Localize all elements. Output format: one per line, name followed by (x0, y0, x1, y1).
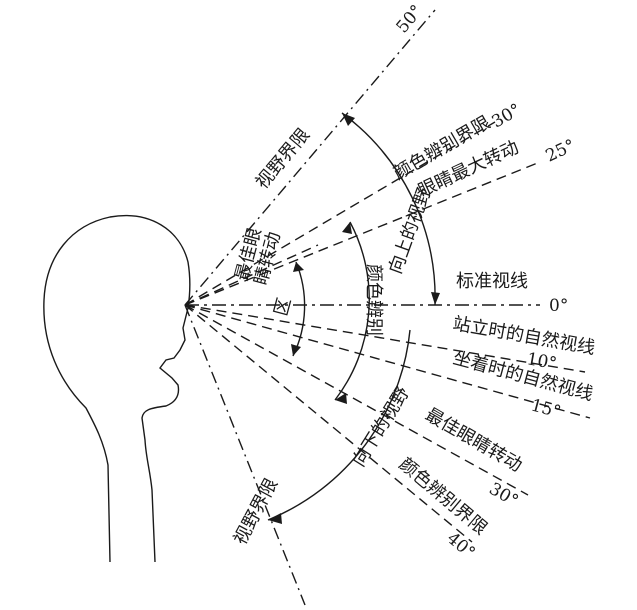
optimal-zone-arc (292, 261, 306, 357)
head-profile (43, 215, 191, 563)
color-zone-arc (334, 221, 370, 401)
color-limit-lower-line (184, 304, 473, 543)
arc-arrows (267, 112, 440, 524)
sitting-natural-line (184, 304, 591, 419)
arrowhead (293, 262, 304, 272)
upper-field-limit-label: 视野界限 (252, 125, 314, 194)
sight-lines (184, 9, 591, 606)
sitting-natural-label: 坐着时的自然视线 (451, 348, 596, 406)
angle-down-15: 15° (529, 396, 563, 423)
angle-down-30: 30° (486, 479, 522, 511)
upward-view-arc (341, 112, 436, 306)
field-limit-lower-line (184, 304, 306, 606)
optimal-rotation-lower-line (184, 304, 529, 496)
standard-sightline-label: 标准视线 (456, 271, 528, 292)
arrowhead (342, 113, 355, 126)
optimal-eye-rotation-label: 最佳眼睛转动 (422, 404, 526, 476)
color-limit-upper-line (184, 121, 496, 306)
arrowhead (291, 344, 301, 356)
arrowhead (431, 292, 440, 305)
angle-up-50: 50° (393, 1, 428, 37)
arrowhead (268, 513, 282, 524)
arrowhead (335, 393, 347, 404)
text-labels: 视野界限 颜色辨别界限 眼睛最大转动 向上的视野 标准视线 站立时的自然视线 坐… (230, 112, 597, 548)
field-limit-upper-line (184, 9, 436, 306)
color-discrimination-label: 颜色辨别 (363, 264, 384, 336)
angle-zero: 0° (549, 296, 568, 316)
upward-view-label: 向上的视野 (385, 185, 436, 277)
optimal-zone-label-line3: 区 (271, 295, 296, 318)
optimal-rotation-upper-line (184, 244, 319, 306)
lower-color-limit-label: 颜色辨别界限 (395, 454, 491, 540)
standing-natural-line (184, 304, 586, 373)
lower-field-limit-label: 视野界限 (230, 475, 282, 548)
arrowhead (342, 222, 352, 234)
angle-up-30: 30° (489, 100, 525, 132)
downward-view-arc (267, 329, 411, 521)
angle-up-25: 25° (543, 136, 579, 167)
